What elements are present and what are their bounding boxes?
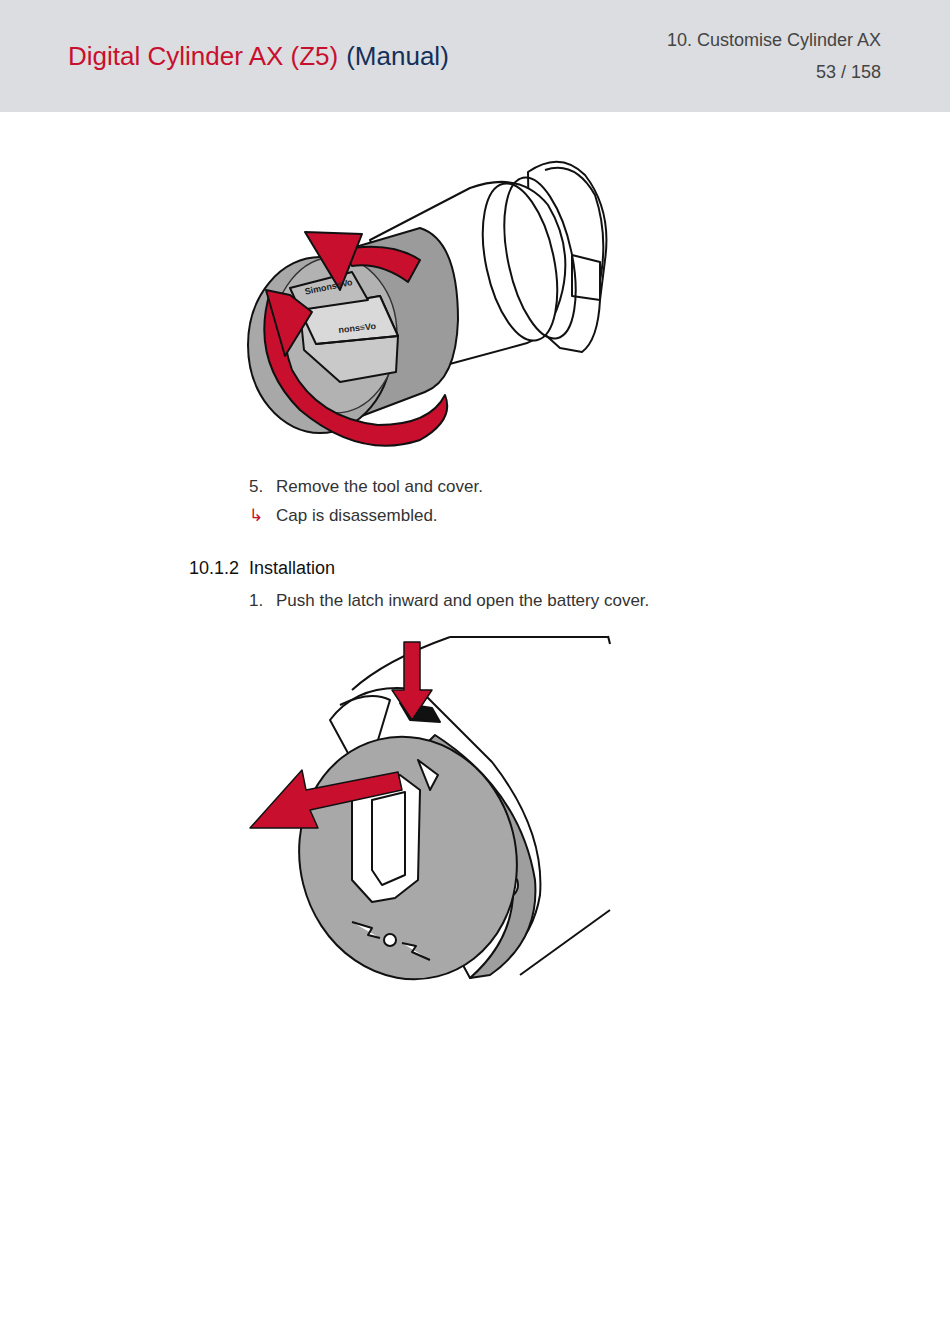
header-title: Digital Cylinder AX (Z5) xyxy=(68,43,338,69)
step-number: 5. xyxy=(249,478,263,495)
result-symbol: ↳ xyxy=(249,507,263,524)
header-subtitle: (Manual) xyxy=(346,43,449,69)
page-number: 53 / 158 xyxy=(816,63,881,81)
step-number: 1. xyxy=(249,592,263,609)
result-text: Cap is disassembled. xyxy=(276,507,438,524)
step-text: Remove the tool and cover. xyxy=(276,478,483,495)
step-text: Push the latch inward and open the batte… xyxy=(276,592,649,609)
section-heading: Installation xyxy=(249,559,335,577)
chapter-heading: 10. Customise Cylinder AX xyxy=(667,31,881,49)
section-number: 10.1.2 xyxy=(189,559,239,577)
